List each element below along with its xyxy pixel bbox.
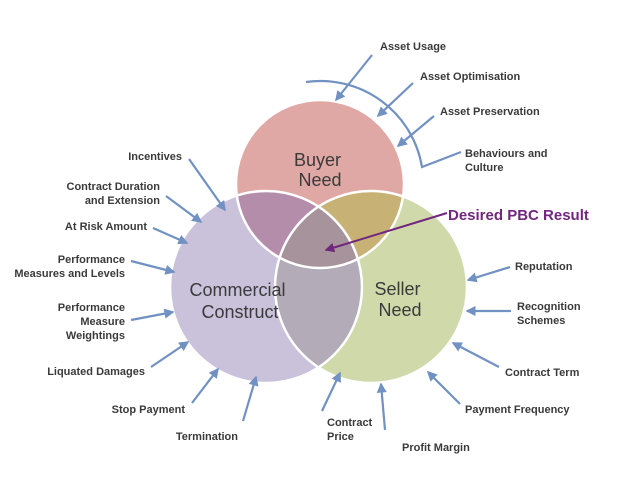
label-payment-frequency: Payment Frequency: [465, 404, 570, 416]
circle-titles: Buyer Need Commercial Construct Seller N…: [189, 150, 425, 322]
contract-duration-and-extension-arrow: [165, 195, 203, 223]
label-desired-pbc-result: Desired PBC Result: [448, 207, 589, 224]
at-risk-amount-arrow: [152, 226, 189, 245]
performance-measures-and-levels-arrow: [130, 259, 176, 275]
behaviours-culture-connector-line: [305, 79, 462, 169]
label-contract-term: Contract Term: [505, 367, 580, 379]
contract-term-arrow: [451, 342, 500, 368]
venn-circles: [168, 98, 469, 385]
label-asset-optimisation: Asset Optimisation: [420, 71, 521, 83]
label-reputation: Reputation: [515, 261, 573, 273]
label-profit-margin: Profit Margin: [402, 442, 470, 454]
seller-need-title: Seller Need: [374, 279, 425, 320]
label-asset-usage: Asset Usage: [380, 41, 446, 53]
commercial-construct-outline: [168, 189, 364, 385]
label-stop-payment: Stop Payment: [112, 404, 186, 416]
stop-payment-arrow: [191, 367, 219, 404]
buyer-commercial-overlap: [236, 191, 362, 268]
label-incentives: Incentives: [128, 151, 182, 163]
incentives-arrow: [188, 158, 226, 212]
termination-arrow: [241, 375, 259, 422]
label-at-risk-amount: At Risk Amount: [65, 221, 147, 233]
performance-measure-weightings-arrow: [130, 308, 175, 322]
label-termination: Termination: [176, 431, 238, 443]
label-asset-preservation: Asset Preservation: [440, 106, 540, 118]
buyer-need-title: Buyer Need: [294, 150, 346, 190]
liquated-damages-arrow: [150, 341, 190, 368]
asset-optimisation-arrow: [376, 82, 414, 118]
buyer-need-outline: [234, 98, 406, 270]
asset-preservation-arrow: [396, 115, 435, 147]
desired-pbc-result-arrow: [324, 212, 448, 253]
reputation-arrow: [466, 265, 511, 283]
profit-margin-arrow: [376, 382, 387, 431]
arrows-layer: [130, 54, 511, 431]
commercial-construct-title: Commercial Construct: [189, 280, 290, 322]
seller-need-outline: [273, 189, 469, 385]
contract-price-arrow: [321, 371, 341, 412]
payment-frequency-arrow: [426, 370, 461, 405]
asset-usage-arrow: [335, 54, 373, 102]
label-liquated-damages: Liquated Damages: [47, 366, 145, 378]
